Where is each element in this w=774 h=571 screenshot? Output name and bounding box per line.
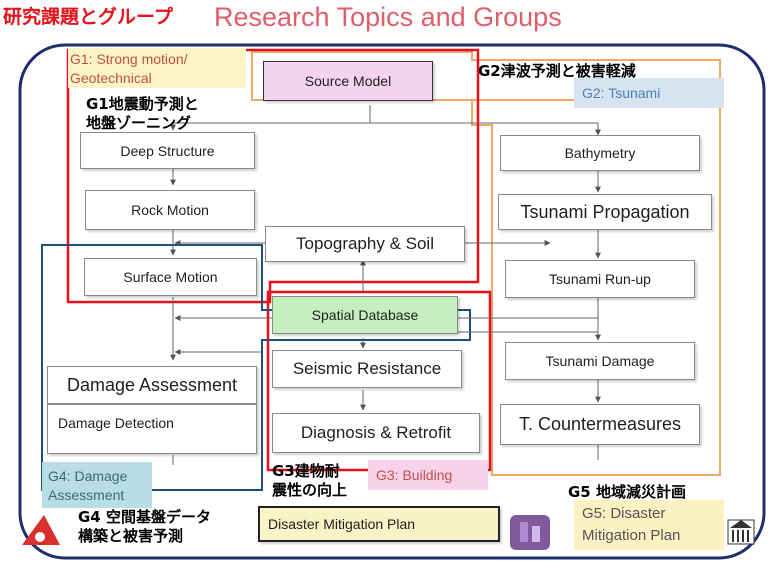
g2-tag: G2: Tsunami (574, 78, 724, 108)
g1-label: G1: Strong motion/ Geotechnical (70, 51, 188, 86)
title-en: Research Topics and Groups (214, 2, 562, 32)
g1-jp-1: G1地震動予測と (86, 95, 199, 113)
g4-tag: G4: Damage Assessment (42, 462, 152, 508)
tsunami-damage-box: Tsunami Damage (505, 342, 695, 380)
disaster-mitigation-plan-box: Disaster Mitigation Plan (258, 506, 500, 542)
bathymetry-box: Bathymetry (500, 135, 700, 171)
damage-detection-box: Damage Detection (47, 404, 257, 454)
topography-soil-box: Topography & Soil (265, 226, 465, 262)
deep-structure-box: Deep Structure (80, 132, 255, 169)
spatial-database-box: Spatial Database (272, 296, 458, 334)
rock-motion-box: Rock Motion (85, 190, 255, 230)
tsunami-propagation-box: Tsunami Propagation (498, 194, 712, 230)
tsunami-runup-box: Tsunami Run-up (505, 260, 695, 298)
g4-jp-2: 構築と被害予測 (78, 527, 184, 545)
g3-jp-2: 震性の向上 (272, 481, 348, 499)
seismic-resistance-box: Seismic Resistance (272, 350, 462, 388)
g1-jp-2: 地盤ゾーニング (86, 114, 192, 132)
surface-motion-box: Surface Motion (84, 258, 257, 296)
outer-frame (18, 43, 766, 560)
g2-jp: G2津波予測と被害軽減 (478, 62, 636, 80)
g5-label-1: G5: Disaster (582, 505, 666, 522)
t-countermeasures-box: T. Countermeasures (500, 404, 700, 445)
damage-assessment-box: Damage Assessment (47, 366, 257, 404)
g3-jp-1: G3建物耐 (272, 462, 340, 480)
g4-jp-1: G4 空間基盤データ (78, 508, 211, 526)
g3-tag: G3: Building (368, 460, 488, 490)
g5-label-2: Mitigation Plan (582, 527, 681, 544)
g1-tag (68, 48, 246, 88)
g5-tag (574, 500, 724, 550)
diagnosis-retrofit-box: Diagnosis & Retrofit (272, 413, 480, 453)
title-jp: 研究課題とグループ (3, 6, 173, 28)
g1-frame (66, 48, 480, 304)
source-model-box: Source Model (263, 61, 433, 101)
g5-jp: G5 地域減災計画 (568, 483, 686, 501)
